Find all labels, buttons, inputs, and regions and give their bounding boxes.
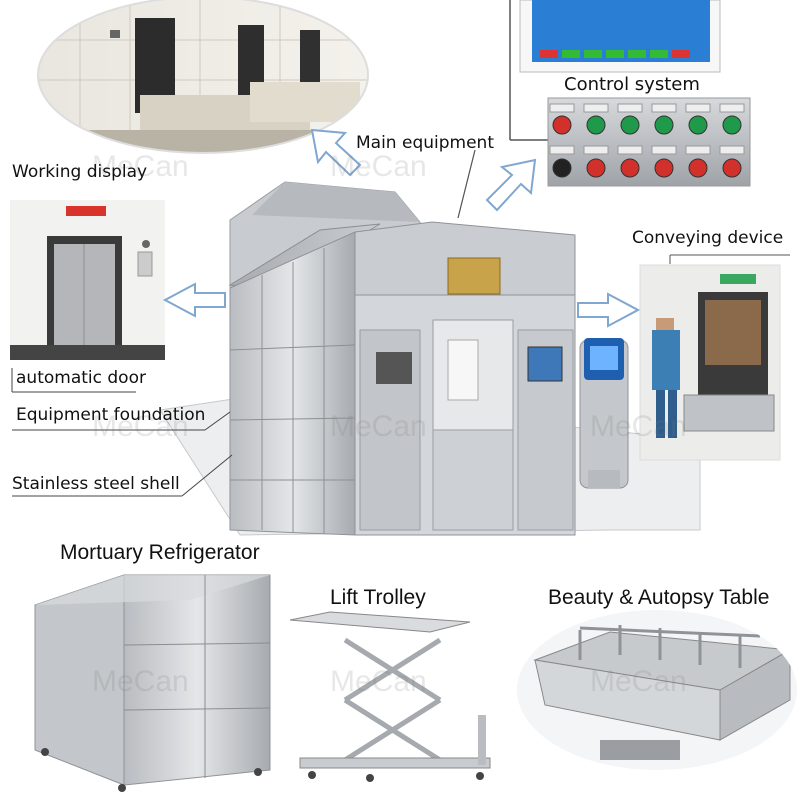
- push-button-icon: [586, 158, 606, 178]
- push-button-icon: [552, 158, 572, 178]
- watermark: MeCan: [92, 150, 189, 183]
- watermark: MeCan: [590, 410, 687, 443]
- watermark: MeCan: [590, 665, 687, 698]
- push-button-icon: [722, 158, 742, 178]
- watermark: MeCan: [330, 150, 427, 183]
- push-button-icon: [688, 158, 708, 178]
- indicator-light-icon: [722, 115, 742, 135]
- label-control-system: Control system: [564, 74, 700, 95]
- label-automatic-door: automatic door: [16, 368, 146, 388]
- watermark: MeCan: [330, 410, 427, 443]
- indicator-light-icon: [654, 115, 674, 135]
- label-mortuary-refrigerator: Mortuary Refrigerator: [60, 541, 260, 564]
- label-working-display: Working display: [12, 162, 148, 182]
- push-button-icon: [620, 158, 640, 178]
- indicator-light-icon: [620, 115, 640, 135]
- indicator-light-icon: [688, 115, 708, 135]
- label-main-equipment: Main equipment: [356, 133, 494, 153]
- label-stainless-steel-shell: Stainless steel shell: [12, 474, 180, 494]
- label-equipment-foundation: Equipment foundation: [16, 405, 206, 425]
- label-beauty-autopsy-table: Beauty & Autopsy Table: [548, 586, 770, 609]
- watermark: MeCan: [330, 665, 427, 698]
- indicator-light-icon: [552, 115, 572, 135]
- label-conveying-device: Conveying device: [632, 228, 784, 248]
- push-button-icon: [654, 158, 674, 178]
- watermark: MeCan: [92, 665, 189, 698]
- watermark: MeCan: [92, 410, 189, 443]
- indicator-light-icon: [586, 115, 606, 135]
- label-lift-trolley: Lift Trolley: [330, 586, 426, 609]
